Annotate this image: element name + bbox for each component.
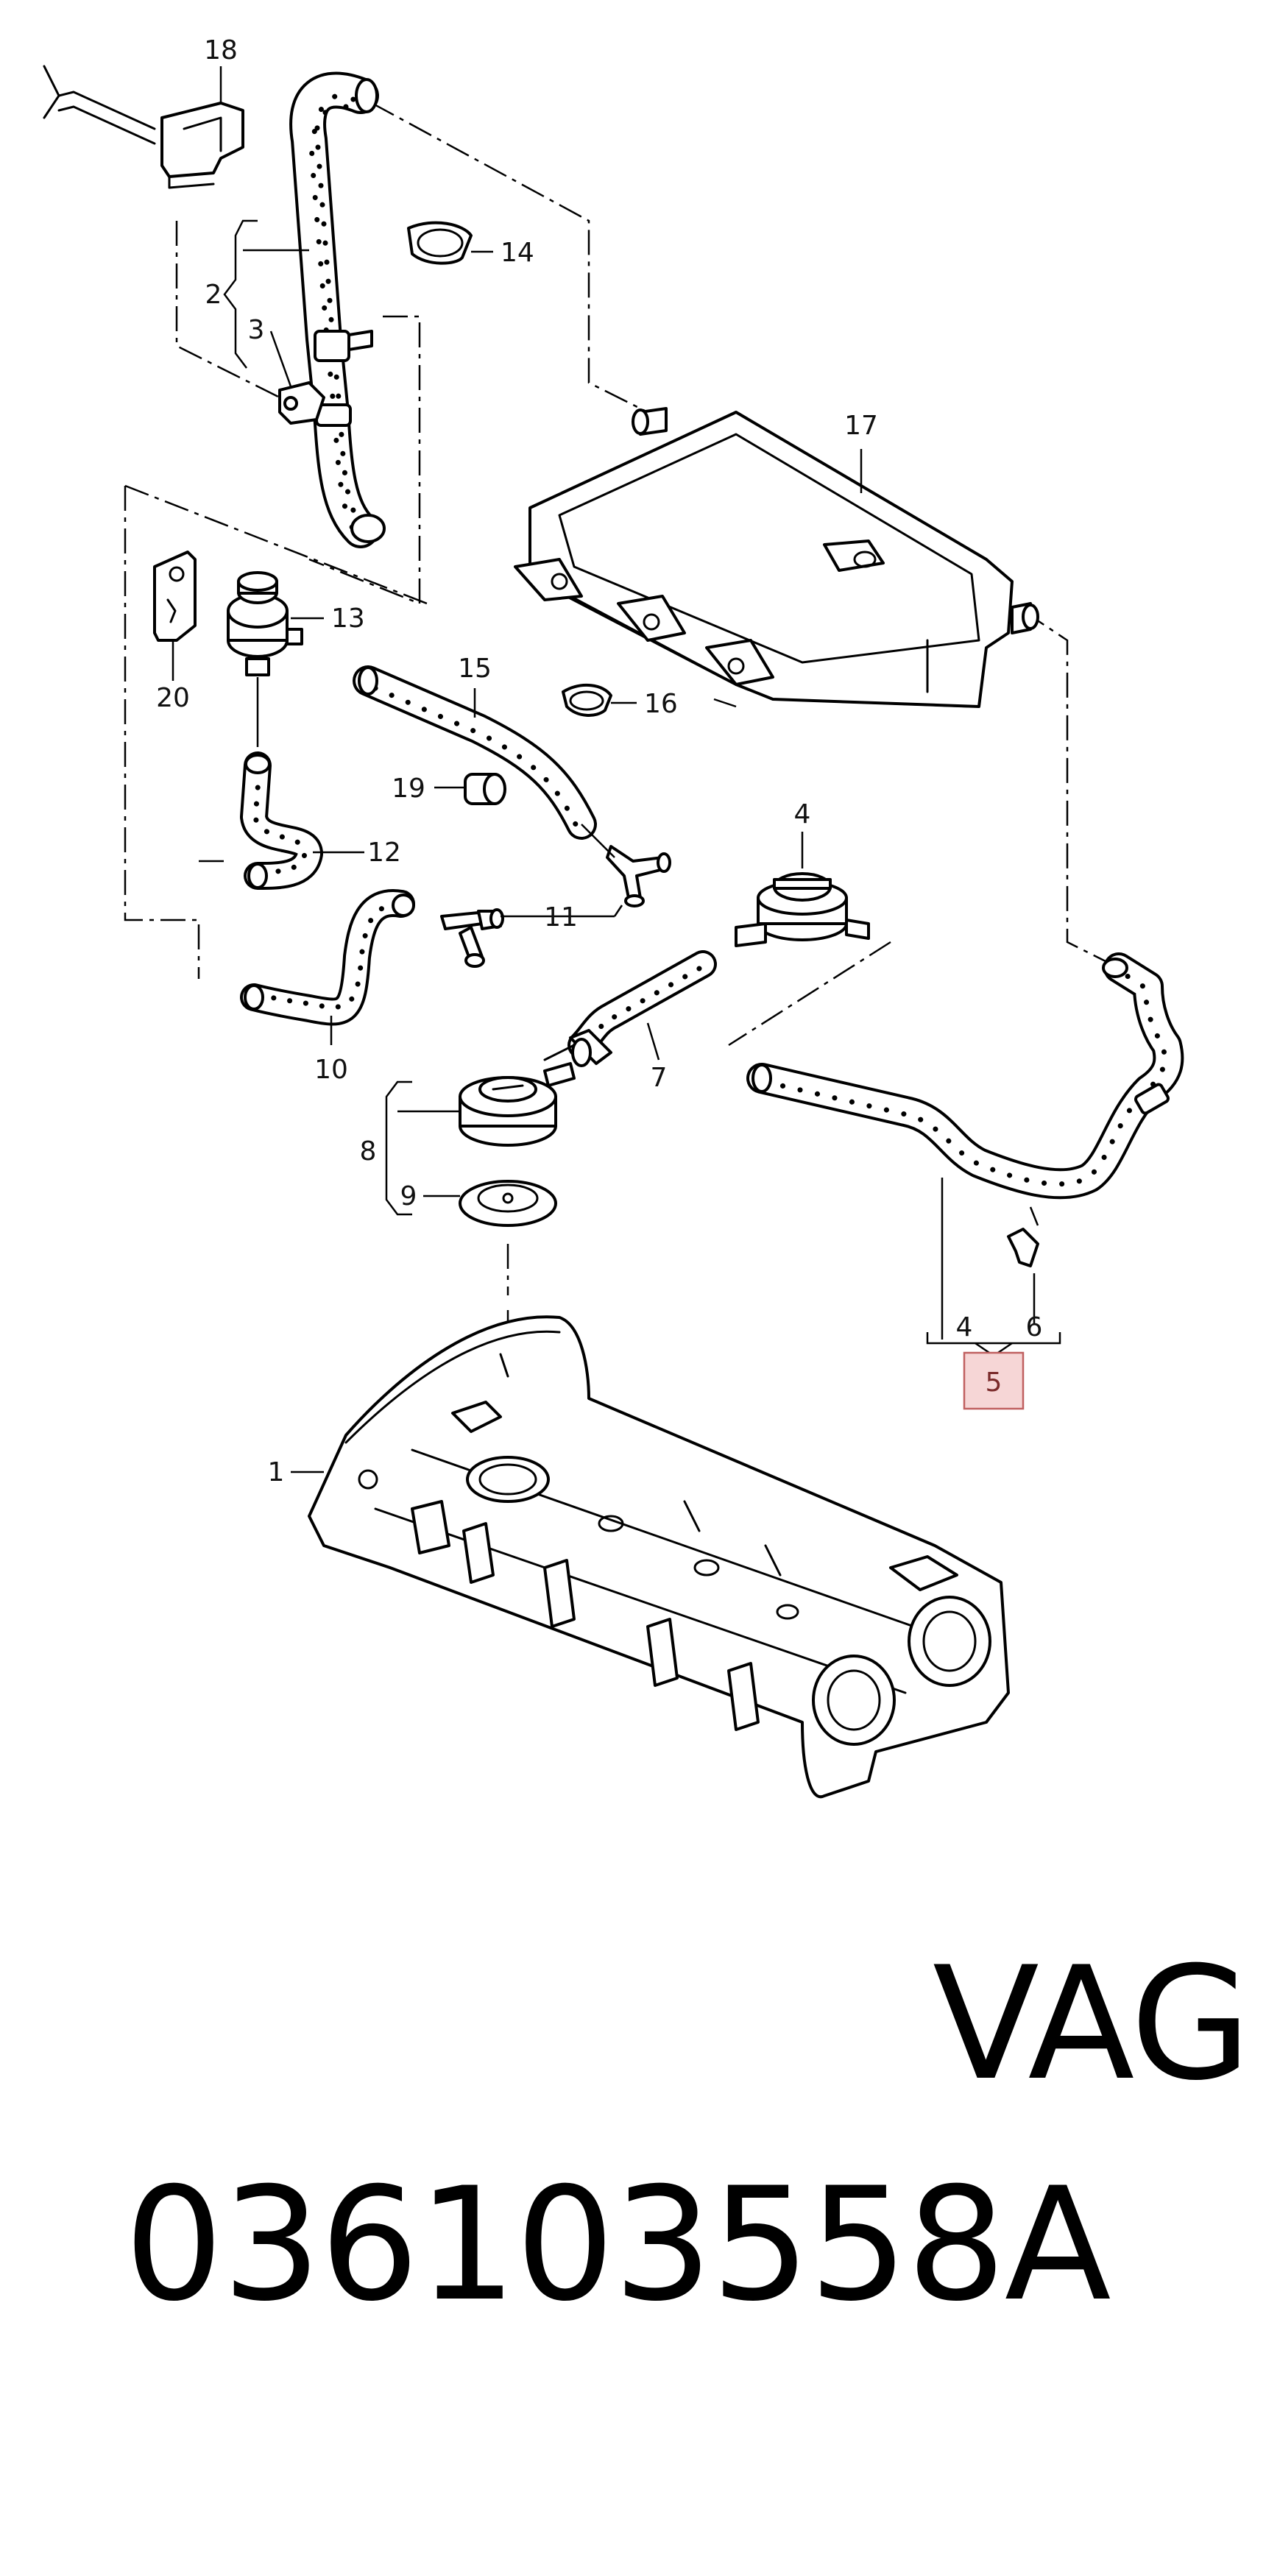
- part-20-bracket: [153, 551, 197, 642]
- callout-5: 5: [986, 1367, 1002, 1398]
- hose-2: [289, 71, 386, 548]
- callout-15: 15: [458, 654, 492, 684]
- callout-13: 13: [331, 604, 365, 634]
- part-caption: 036103558A VAG: [28, 1914, 1251, 2335]
- leader-7: [646, 1022, 660, 1061]
- part-4-valve: [735, 872, 870, 947]
- callout-1: 1: [268, 1457, 285, 1487]
- part-8-cap: [459, 1062, 576, 1147]
- hose-15-link: [581, 824, 615, 858]
- brand-name: VAG: [932, 1933, 1251, 2115]
- callout-3: 3: [248, 315, 265, 345]
- kit-callout-4: 4: [956, 1312, 973, 1342]
- part-19-sleeve: [464, 773, 506, 805]
- part-14-clip: [407, 221, 473, 265]
- callout-12: 12: [367, 838, 401, 868]
- callout-9: 9: [400, 1181, 417, 1211]
- bracket-8: [385, 1080, 412, 1216]
- callout-2: 2: [205, 280, 222, 310]
- kit-callout-6: 6: [1026, 1312, 1043, 1342]
- exploded-parts-diagram: 18 2 3 14 17 13 20 15 16 19 12 11 10 4 7…: [43, 35, 1184, 1799]
- callout-16: 16: [644, 689, 678, 719]
- part-17-oil-separator: [514, 407, 1039, 708]
- hose-7: [543, 950, 717, 1067]
- callout-7: 7: [651, 1063, 668, 1093]
- bracket-5: [926, 1332, 1061, 1345]
- callout-17: 17: [844, 411, 878, 441]
- callout-10: 10: [314, 1055, 348, 1085]
- highlight-box-5[interactable]: [963, 1351, 1025, 1410]
- part-11-tpiece-2: [606, 845, 671, 907]
- part-16-clip: [562, 683, 612, 717]
- bracket-2: [223, 219, 258, 369]
- part-1-head-cover: [308, 1315, 1010, 1799]
- leader-5b: [1029, 1206, 1039, 1226]
- hose-5: [746, 952, 1184, 1200]
- part-number: 036103558A: [124, 2154, 1111, 2335]
- hose-10: [240, 889, 415, 1026]
- callout-18: 18: [204, 35, 238, 66]
- callout-14: 14: [501, 238, 534, 268]
- part-11-tpiece: [440, 908, 504, 968]
- callout-8: 8: [360, 1136, 377, 1167]
- hose-15: [353, 665, 597, 840]
- part-9-gasket: [459, 1180, 557, 1227]
- leader-11b: [613, 905, 623, 917]
- callout-20: 20: [156, 683, 190, 713]
- part-18-connector: [43, 65, 244, 189]
- leader-3: [269, 330, 292, 387]
- callout-11: 11: [544, 902, 578, 933]
- dash-lines: [124, 102, 1112, 1398]
- part-3-sensor: [278, 381, 325, 425]
- part-6-clip: [1007, 1228, 1039, 1267]
- hose-12: [240, 751, 323, 890]
- part-13-valve: [227, 571, 303, 676]
- callout-4: 4: [794, 799, 811, 829]
- callout-19: 19: [392, 774, 425, 804]
